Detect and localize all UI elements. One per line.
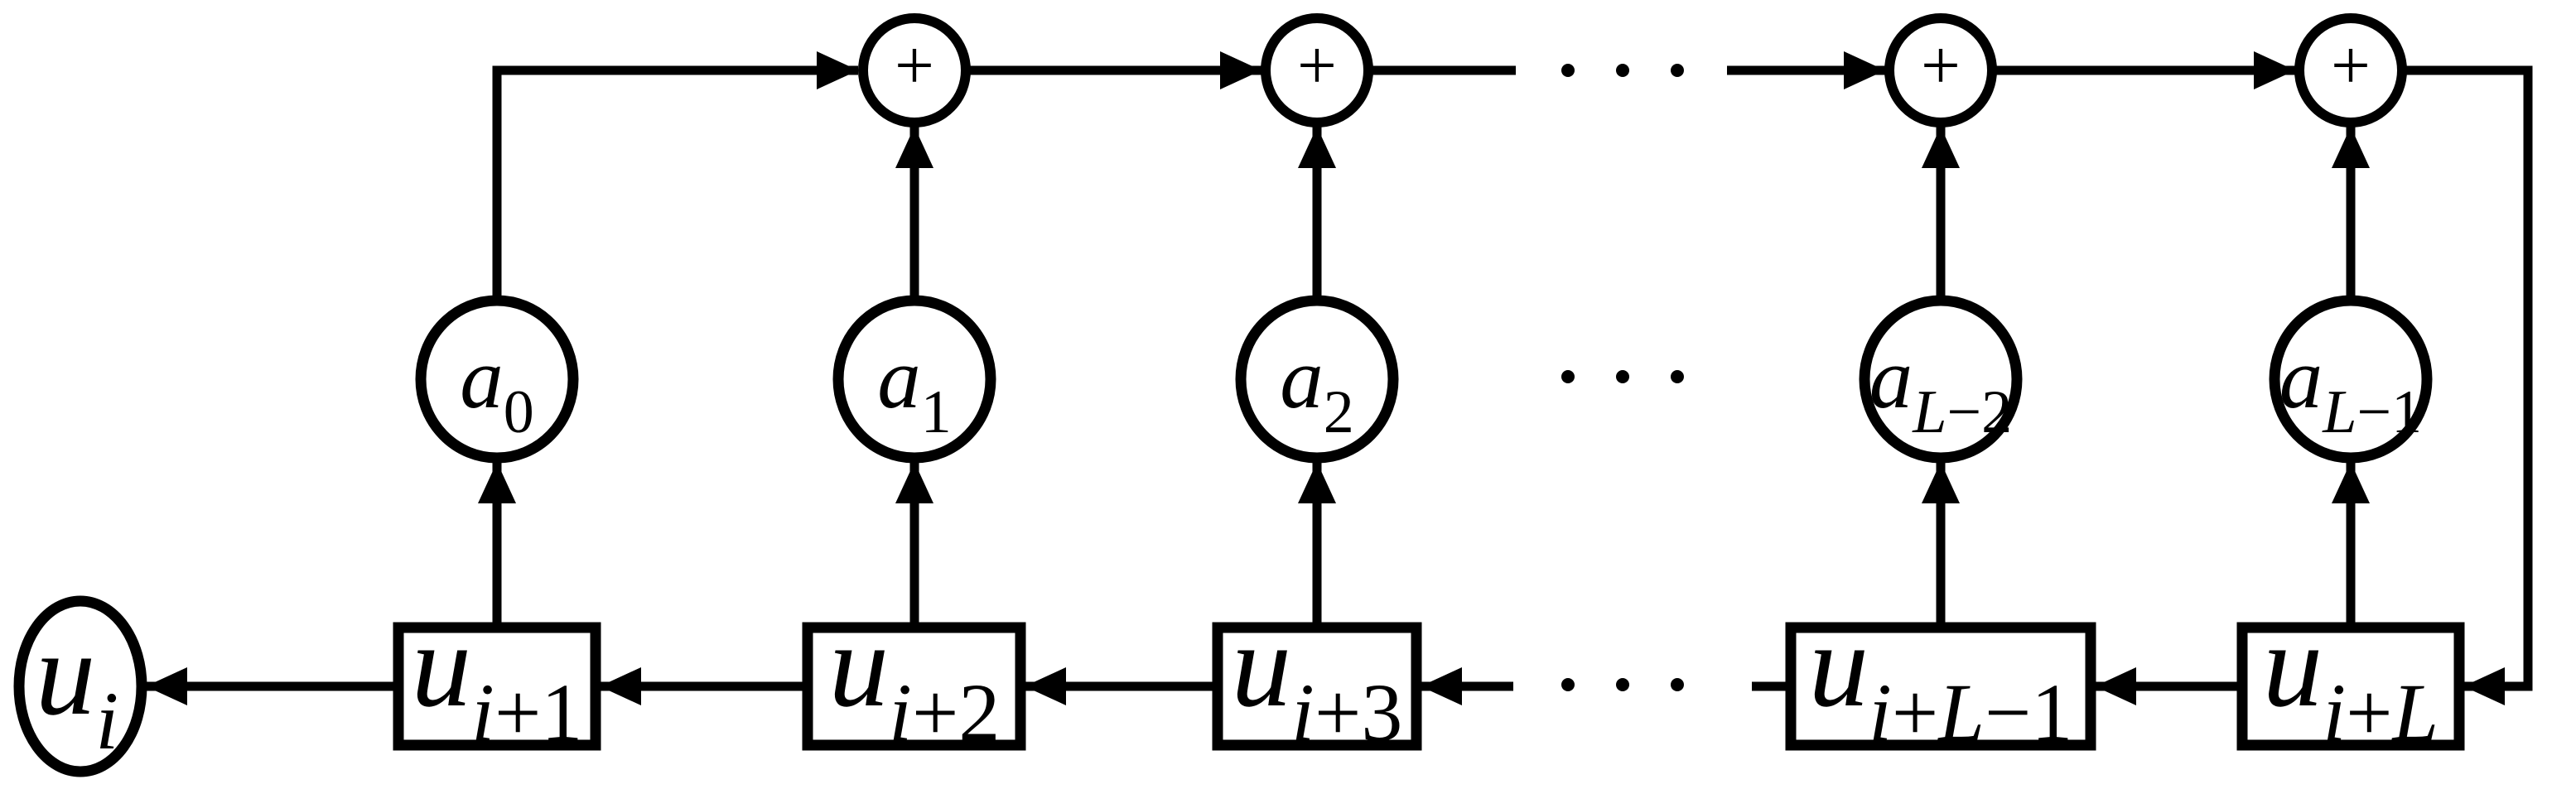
state-box-label: ui+2 xyxy=(829,599,1001,758)
ellipsis-middle xyxy=(1561,370,1684,383)
adder-node-4: + xyxy=(2294,13,2407,127)
ellipsis-dot xyxy=(1616,370,1629,383)
state-box xyxy=(393,622,601,751)
ellipsis-dot xyxy=(1561,64,1575,77)
coefficient-node-a-L-2: aL−2 xyxy=(1859,295,2023,464)
ellipsis-dot xyxy=(1671,370,1684,383)
coefficient-circle xyxy=(2269,295,2433,464)
state-box xyxy=(1212,622,1422,751)
coefficient-node-a0: a0 xyxy=(415,295,579,464)
adder-node-1: + xyxy=(858,13,971,127)
output-node-u-i: ui xyxy=(13,595,147,777)
output-label: ui xyxy=(36,608,118,767)
edge-a0-to-adder1 xyxy=(492,51,858,303)
coefficient-circle xyxy=(1235,295,1399,464)
coefficient-circle xyxy=(415,295,579,464)
adder-circle xyxy=(858,13,971,127)
ellipsis-dot xyxy=(1671,64,1684,77)
coefficient-label: aL−1 xyxy=(2279,330,2422,446)
state-box-label: ui+1 xyxy=(412,599,583,758)
plus-sign: + xyxy=(895,26,934,104)
coefficient-node-a2: a2 xyxy=(1235,295,1399,464)
adder-circle xyxy=(2294,13,2407,127)
coefficient-circle xyxy=(832,295,996,464)
ellipsis-dot xyxy=(1671,678,1684,691)
adder-circle xyxy=(1884,13,1997,127)
ellipsis-dot xyxy=(1616,678,1629,691)
coefficient-label: a0 xyxy=(460,330,534,446)
state-box-u-i-L: ui+L xyxy=(2236,599,2465,758)
output-circle xyxy=(13,595,147,777)
plus-sign: + xyxy=(2331,26,2371,104)
state-box xyxy=(802,622,1026,751)
state-box-label: ui+3 xyxy=(1232,599,1403,758)
adder-circle xyxy=(1261,13,1373,127)
state-box-label: ui+L xyxy=(2263,599,2439,758)
coefficient-label: a2 xyxy=(1280,330,1354,446)
adder-node-3: + xyxy=(1884,13,1997,127)
plus-sign: + xyxy=(1921,26,1961,104)
coefficient-label: aL−2 xyxy=(1869,330,2012,446)
ellipsis-dot xyxy=(1561,370,1575,383)
adder-node-2: + xyxy=(1261,13,1373,127)
coefficient-circle xyxy=(1859,295,2023,464)
wires xyxy=(146,51,2533,705)
state-box xyxy=(2236,622,2465,751)
edge-feedback-to-u-i-L xyxy=(2403,65,2533,705)
plus-sign: + xyxy=(1297,26,1337,104)
ellipsis-dot xyxy=(1561,678,1575,691)
state-box-label: ui+L−1 xyxy=(1809,599,2073,758)
ellipsis-bottom xyxy=(1561,678,1684,691)
coefficient-label: a1 xyxy=(877,330,952,446)
state-box xyxy=(1785,622,2096,751)
coefficient-node-a-L-1: aL−1 xyxy=(2269,295,2433,464)
state-box-u-i-L-1: ui+L−1 xyxy=(1785,599,2096,758)
state-box-u-i-1: ui+1 xyxy=(393,599,601,758)
state-box-u-i-2: ui+2 xyxy=(802,599,1026,758)
state-box-u-i-3: ui+3 xyxy=(1212,599,1422,758)
coefficient-node-a1: a1 xyxy=(832,295,996,464)
ellipsis-dot xyxy=(1616,64,1629,77)
ellipsis-top xyxy=(1561,64,1684,77)
